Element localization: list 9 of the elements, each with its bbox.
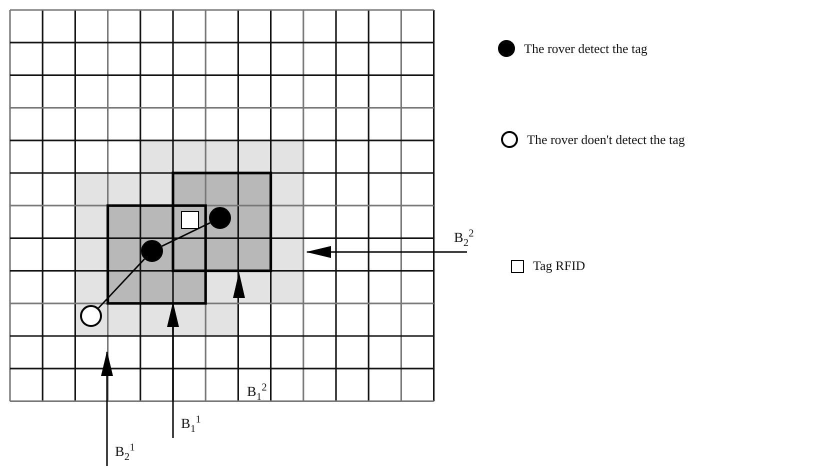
leader-arrow: [306, 246, 467, 258]
track-line: [162, 222, 210, 247]
legend-text: Tag RFID: [533, 258, 586, 274]
leader-arrow: [167, 302, 179, 438]
track-line: [98, 258, 146, 308]
legend-text: The rover doen't detect the tag: [527, 132, 685, 148]
rfid-tag-square: [181, 211, 199, 229]
leader-arrow: [101, 351, 113, 466]
legend-text: The rover detect the tag: [524, 40, 648, 56]
